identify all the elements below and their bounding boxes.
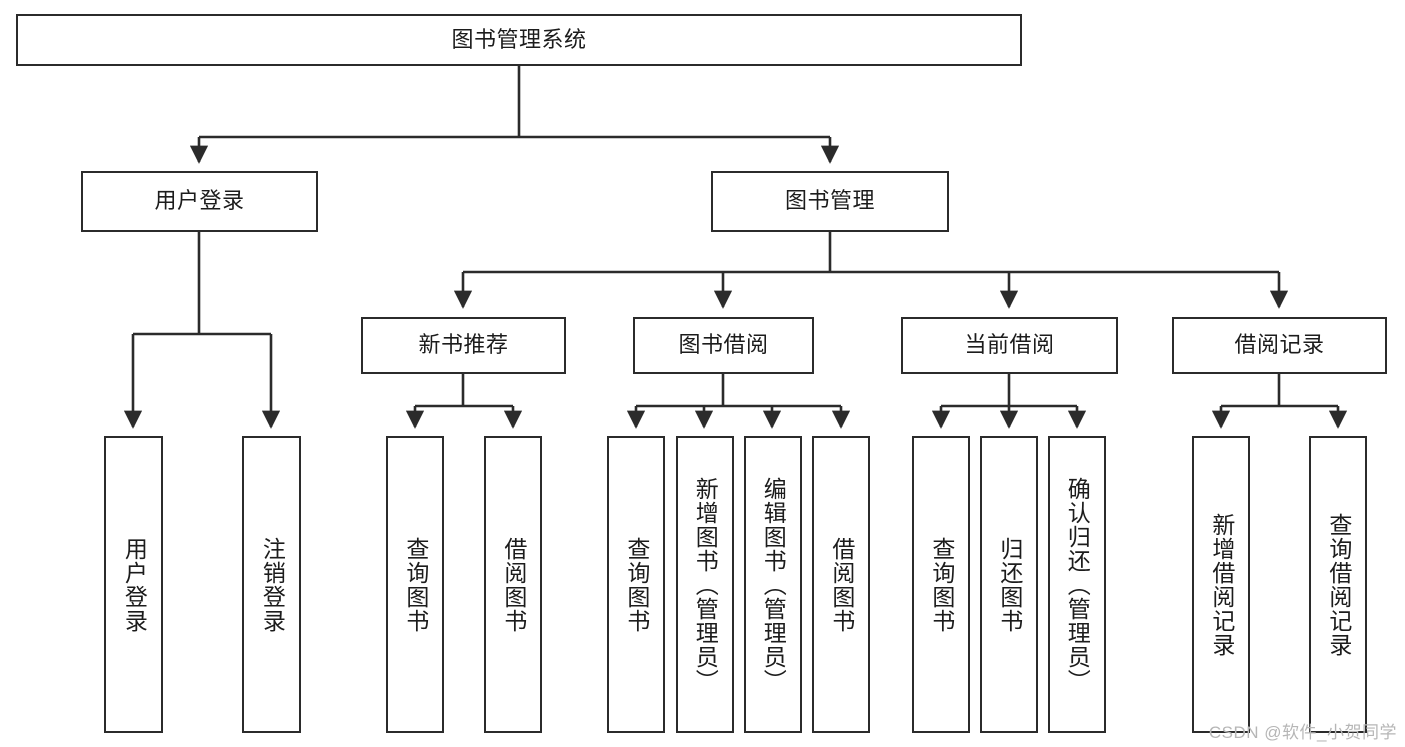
node-new-book-recommend[interactable]: 新书推荐 <box>361 317 566 374</box>
node-user-login-label: 用户登录 <box>154 188 245 214</box>
node-current-borrow[interactable]: 当前借阅 <box>901 317 1118 374</box>
node-leaf-logout-label: 注销登录 <box>259 536 286 633</box>
node-borrow-record[interactable]: 借阅记录 <box>1172 317 1387 374</box>
node-leaf-query-record[interactable]: 查询借阅记录 <box>1309 436 1367 733</box>
node-leaf-add-record[interactable]: 新增借阅记录 <box>1192 436 1250 733</box>
node-book-management-label: 图书管理 <box>784 188 875 214</box>
node-leaf-confirm-return-label: 确认归还（管理员） <box>1064 476 1091 693</box>
node-leaf-return-book-label: 归还图书 <box>996 536 1023 633</box>
node-leaf-confirm-return[interactable]: 确认归还（管理员） <box>1048 436 1106 733</box>
node-root-label: 图书管理系统 <box>451 26 587 52</box>
node-leaf-query-book-1[interactable]: 查询图书 <box>386 436 444 733</box>
node-leaf-query-book-3-label: 查询图书 <box>928 536 955 633</box>
node-leaf-logout[interactable]: 注销登录 <box>242 436 301 733</box>
node-leaf-query-record-label: 查询借阅记录 <box>1325 512 1352 657</box>
node-leaf-query-book-2[interactable]: 查询图书 <box>607 436 665 733</box>
node-root[interactable]: 图书管理系统 <box>16 14 1022 66</box>
node-borrow-record-label: 借阅记录 <box>1234 332 1325 358</box>
node-leaf-add-record-label: 新增借阅记录 <box>1208 512 1235 657</box>
node-leaf-add-book-label: 新增图书（管理员） <box>692 476 719 693</box>
node-leaf-query-book-2-label: 查询图书 <box>623 536 650 633</box>
node-book-borrow[interactable]: 图书借阅 <box>633 317 814 374</box>
node-leaf-borrow-book-1[interactable]: 借阅图书 <box>484 436 542 733</box>
node-leaf-return-book[interactable]: 归还图书 <box>980 436 1038 733</box>
node-leaf-user-login[interactable]: 用户登录 <box>104 436 163 733</box>
node-leaf-borrow-book-2-label: 借阅图书 <box>828 536 855 633</box>
node-book-borrow-label: 图书借阅 <box>678 332 769 358</box>
node-user-login[interactable]: 用户登录 <box>81 171 318 232</box>
node-new-book-recommend-label: 新书推荐 <box>418 332 509 358</box>
node-leaf-query-book-3[interactable]: 查询图书 <box>912 436 970 733</box>
node-current-borrow-label: 当前借阅 <box>964 332 1055 358</box>
node-leaf-borrow-book-2[interactable]: 借阅图书 <box>812 436 870 733</box>
node-leaf-edit-book[interactable]: 编辑图书（管理员） <box>744 436 802 733</box>
node-leaf-borrow-book-1-label: 借阅图书 <box>500 536 527 633</box>
node-leaf-user-login-label: 用户登录 <box>121 536 148 633</box>
node-leaf-edit-book-label: 编辑图书（管理员） <box>760 476 787 693</box>
node-leaf-add-book[interactable]: 新增图书（管理员） <box>676 436 734 733</box>
node-book-management[interactable]: 图书管理 <box>711 171 949 232</box>
csdn-watermark: CSDN @软件_小贺同学 <box>1208 723 1397 742</box>
node-leaf-query-book-1-label: 查询图书 <box>402 536 429 633</box>
